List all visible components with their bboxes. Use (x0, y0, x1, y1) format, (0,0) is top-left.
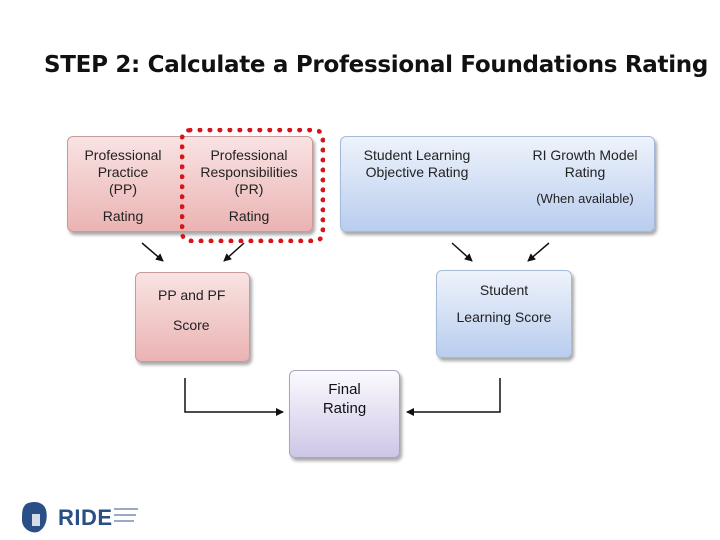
pr-highlight-outline (180, 128, 325, 243)
ride-logo-text: RIDE (58, 505, 113, 530)
slo-growth-rating-box (340, 136, 655, 232)
pp-pf-score-label: PP and PF Score (158, 287, 226, 333)
student-learning-score-label: Student Learning Score (456, 282, 552, 325)
arrow-sls-to-final (406, 378, 501, 416)
pp-rating-label: Professional Practice (PP) Rating (84, 147, 162, 224)
pr-rating-label: Professional Responsibilities (PR) Ratin… (200, 147, 298, 224)
arrow-pp-to-ppf (141, 242, 164, 262)
final-rating-label: Final Rating (322, 381, 367, 417)
pp-pr-rating-box (67, 136, 313, 232)
ride-logo-icon (22, 502, 138, 533)
arrow-pr-to-ppf (223, 242, 245, 262)
slo-rating-label: Student Learning Objective Rating (363, 147, 471, 180)
page-title: STEP 2: Calculate a Professional Foundat… (44, 52, 709, 78)
arrow-ppf-to-final (184, 378, 284, 416)
student-learning-score-box (436, 270, 572, 358)
pp-pf-score-box (135, 272, 250, 362)
growth-rating-label: RI Growth Model Rating (When available) (532, 147, 638, 206)
arrow-growth-to-sls (527, 242, 550, 262)
arrow-slo-to-sls (451, 242, 473, 262)
final-rating-box (289, 370, 400, 458)
